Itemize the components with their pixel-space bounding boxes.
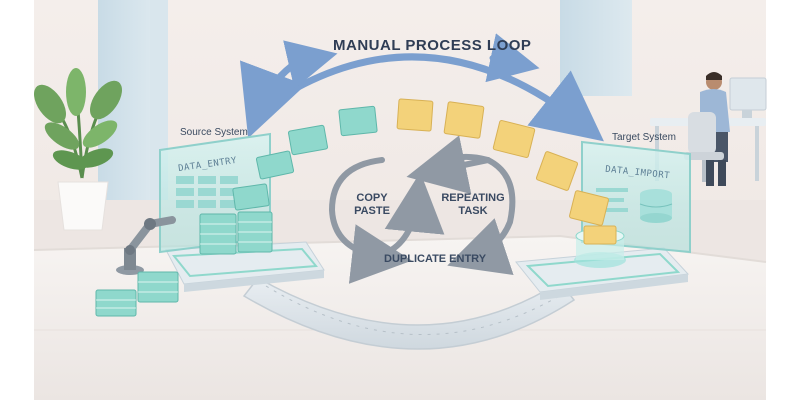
conveyor-belt — [242, 277, 576, 350]
cycle-arrow-center — [384, 172, 445, 255]
target-system-label: Target System — [612, 132, 676, 143]
robot-arm — [116, 216, 176, 275]
yellow-blocks — [396, 98, 617, 245]
right-pillar — [560, 0, 632, 96]
source-system-label: Source System — [180, 127, 248, 138]
cycle-arrow-left — [328, 157, 412, 284]
duplicate-entry-label: DUPLICATE ENTRY — [384, 253, 487, 265]
copy-text: COPY — [356, 192, 388, 204]
repeating-text: REPEATING — [441, 192, 505, 204]
task-text: TASK — [458, 205, 488, 217]
right-margin — [766, 0, 800, 400]
potted-plant — [34, 68, 122, 231]
left-margin — [0, 0, 34, 400]
page-title: MANUAL PROCESS LOOP — [333, 37, 532, 54]
copy-paste-label: COPY PASTE — [350, 192, 394, 218]
paste-text: PASTE — [354, 205, 390, 217]
repeating-task-label: REPEATING TASK — [438, 192, 508, 218]
